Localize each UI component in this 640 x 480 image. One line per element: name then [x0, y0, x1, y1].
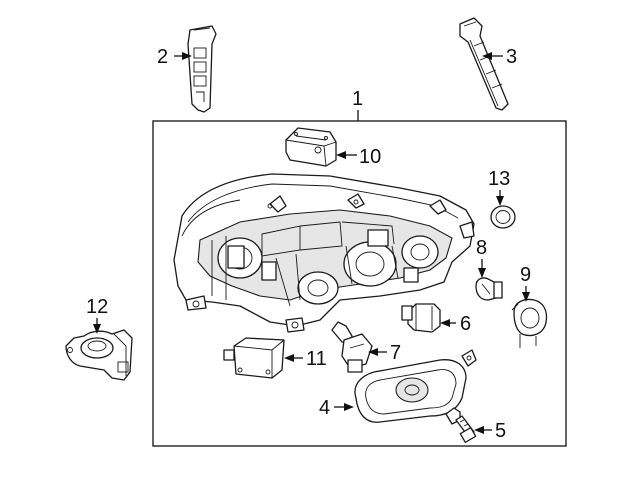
- callout-4: 4: [319, 397, 354, 419]
- part-5-bolt[interactable]: [445, 407, 477, 443]
- callout-3: 3: [482, 46, 517, 68]
- callout-label-2: 2: [157, 46, 168, 68]
- part-11-ballast[interactable]: [223, 337, 285, 379]
- callout-label-9: 9: [520, 264, 531, 286]
- part-6-bulb[interactable]: [401, 303, 441, 333]
- callout-label-13: 13: [488, 168, 510, 190]
- part-7-bulb[interactable]: [331, 321, 373, 373]
- part-1-headlamp-housing[interactable]: [173, 173, 475, 333]
- callout-label-6: 6: [460, 313, 471, 335]
- callout-2: 2: [157, 46, 192, 68]
- callout-12: 12: [86, 296, 108, 334]
- part-3-bracket[interactable]: [459, 17, 509, 111]
- callout-label-3: 3: [506, 46, 517, 68]
- part-13-cap[interactable]: [490, 205, 516, 229]
- callout-label-4: 4: [319, 397, 330, 419]
- callout-7: 7: [368, 342, 401, 364]
- callout-6: 6: [440, 313, 471, 335]
- callout-label-12: 12: [86, 296, 108, 318]
- assembly-frame: [152, 120, 567, 447]
- part-12-leveling-motor[interactable]: [65, 329, 133, 381]
- callout-label-10: 10: [359, 146, 381, 168]
- callout-label-5: 5: [495, 420, 506, 442]
- callout-10: 10: [336, 146, 381, 168]
- callout-8: 8: [476, 237, 487, 278]
- callout-label-11: 11: [306, 348, 327, 370]
- part-4-aux-lamp[interactable]: [354, 349, 477, 423]
- part-2-bracket[interactable]: [187, 25, 217, 113]
- callout-label-8: 8: [476, 237, 487, 259]
- callout-label-7: 7: [390, 342, 401, 364]
- part-8-bulb[interactable]: [475, 277, 503, 301]
- part-9-socket[interactable]: [511, 298, 548, 349]
- callout-5: 5: [474, 420, 506, 442]
- callout-9: 9: [520, 264, 531, 302]
- callout-11: 11: [284, 348, 327, 370]
- callout-1: 1: [352, 88, 363, 121]
- part-10-control-module[interactable]: [285, 127, 337, 167]
- callout-13: 13: [488, 168, 510, 206]
- callout-label-1: 1: [352, 88, 363, 110]
